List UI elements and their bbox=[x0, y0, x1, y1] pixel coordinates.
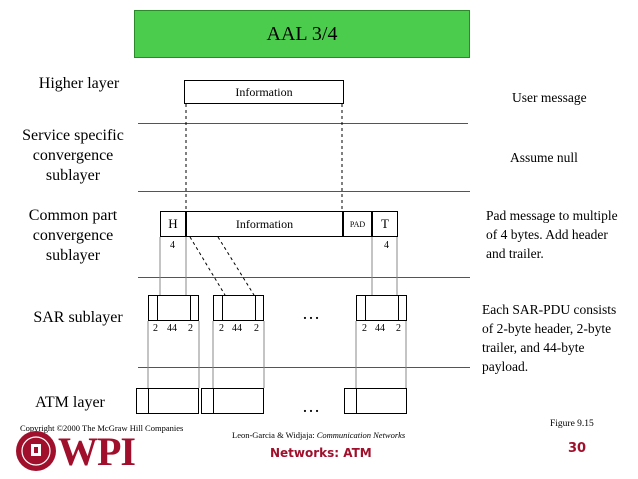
cpcs-information-text: Information bbox=[235, 216, 294, 231]
atm-cell-2 bbox=[201, 388, 264, 414]
separator-cpcs-sar bbox=[138, 277, 470, 278]
sar-3-header-size: 2 bbox=[362, 323, 367, 334]
cpcs-header-text: H bbox=[168, 216, 178, 231]
sar-sublayer-label: SAR sublayer bbox=[18, 308, 138, 328]
sar-2-trailer-size: 2 bbox=[254, 323, 259, 334]
trailer-size-label: 4 bbox=[384, 240, 389, 251]
wpi-seal-icon bbox=[16, 431, 56, 471]
atm-layer-text: ATM layer bbox=[35, 394, 105, 411]
credit-book: Communication Networks bbox=[316, 430, 406, 440]
sar-pdu-1 bbox=[148, 295, 199, 321]
separator-higher-sscs bbox=[138, 123, 468, 124]
wpi-logo-text: WPI bbox=[58, 429, 136, 474]
cpcs-line1: Common part bbox=[28, 207, 118, 224]
sar-note-line3: trailer, and 44-byte bbox=[482, 340, 585, 355]
pad-note-line1: Pad message to multiple bbox=[486, 208, 618, 223]
sar-3-trailer-size: 2 bbox=[396, 323, 401, 334]
pad-note-line3: and trailer. bbox=[486, 246, 544, 261]
sar-1-payload-size: 44 bbox=[167, 323, 177, 334]
user-message-note: User message bbox=[512, 90, 587, 105]
higher-information-box: Information bbox=[184, 80, 344, 104]
cpcs-line2: convergence bbox=[32, 227, 114, 244]
dash-diag-1 bbox=[189, 236, 226, 296]
sar-1-header-size: 2 bbox=[153, 323, 158, 334]
sscs-line2: convergence bbox=[32, 147, 114, 164]
atm-ellipsis: … bbox=[302, 396, 320, 416]
sscs-line3: sublayer bbox=[45, 167, 101, 184]
atm-cell-3 bbox=[344, 388, 407, 414]
footer-title: Networks: ATM bbox=[270, 446, 372, 460]
sar-pdu-2 bbox=[213, 295, 264, 321]
copyright-text: Copyright ©2000 The McGraw Hill Companie… bbox=[20, 423, 184, 433]
higher-layer-text: Higher layer bbox=[38, 75, 120, 92]
sar-note-line1: Each SAR-PDU consists bbox=[482, 302, 617, 317]
assume-null-note: Assume null bbox=[510, 150, 578, 165]
cpcs-pad-text: PAD bbox=[349, 219, 366, 229]
slide-title: AAL 3/4 bbox=[134, 10, 470, 58]
sar-1-trailer-size: 2 bbox=[188, 323, 193, 334]
sscs-label: Service specific convergence sublayer bbox=[8, 126, 138, 186]
atm-layer-label: ATM layer bbox=[20, 393, 120, 413]
higher-layer-label: Higher layer bbox=[20, 74, 138, 94]
header-size-label: 4 bbox=[170, 240, 175, 251]
atm-cell-1 bbox=[136, 388, 199, 414]
cpcs-label: Common part convergence sublayer bbox=[8, 206, 138, 266]
sar-sublayer-text: SAR sublayer bbox=[33, 309, 123, 326]
pad-note: Pad message to multiple of 4 bytes. Add … bbox=[486, 206, 618, 263]
pad-note-line2: of 4 bytes. Add header bbox=[486, 227, 608, 242]
separator-sscs-cpcs bbox=[138, 191, 470, 192]
sar-note: Each SAR-PDU consists of 2-byte header, … bbox=[482, 300, 616, 376]
sar-note-line4: payload. bbox=[482, 359, 529, 374]
sscs-line1: Service specific bbox=[22, 127, 124, 144]
cpcs-pad-box: PAD bbox=[343, 211, 372, 237]
separator-sar-atm bbox=[138, 367, 470, 368]
wpi-logo: WPI bbox=[14, 428, 136, 474]
cpcs-information-box: Information bbox=[186, 211, 343, 237]
figure-label: Figure 9.15 bbox=[550, 419, 594, 429]
sar-2-payload-size: 44 bbox=[232, 323, 242, 334]
cpcs-trailer-text: T bbox=[381, 216, 389, 231]
dash-diag-2 bbox=[217, 236, 255, 296]
cpcs-header-box: H bbox=[160, 211, 186, 237]
sar-pdu-3 bbox=[356, 295, 407, 321]
page-number: 30 bbox=[568, 441, 587, 456]
sar-3-payload-size: 44 bbox=[375, 323, 385, 334]
credit-text: Leon-Garcia & Widjaja: Communication Net… bbox=[232, 430, 405, 440]
cpcs-line3: sublayer bbox=[45, 247, 101, 264]
sar-ellipsis: … bbox=[302, 303, 320, 323]
higher-information-text: Information bbox=[235, 85, 293, 99]
credit-authors: Leon-Garcia & Widjaja: bbox=[232, 430, 317, 440]
sar-2-header-size: 2 bbox=[219, 323, 224, 334]
sar-note-line2: of 2-byte header, 2-byte bbox=[482, 321, 612, 336]
cpcs-trailer-box: T bbox=[372, 211, 398, 237]
